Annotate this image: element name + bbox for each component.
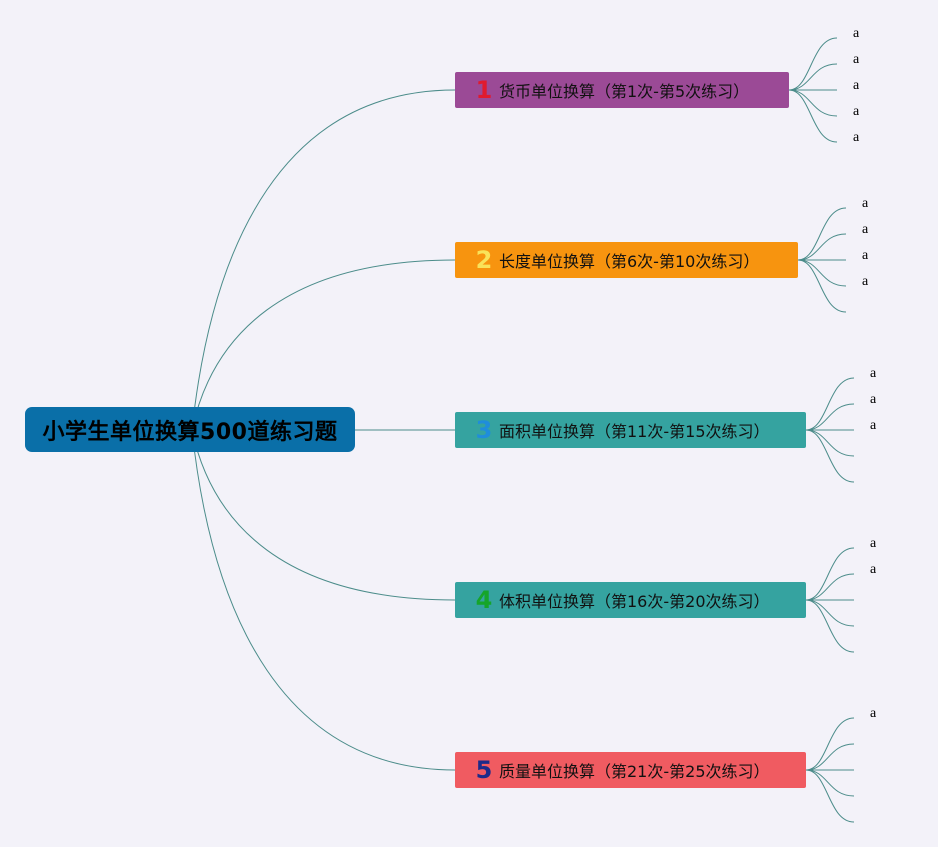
leaf-node[interactable]: a [853,130,860,145]
leaf-connector [805,599,855,653]
root-connector-1 [191,89,456,431]
root-connector-2 [191,259,456,431]
branch-number-icon: 1 [475,76,493,104]
leaf-connector [805,547,855,601]
leaf-connector [805,429,855,483]
leaf-connector [797,233,847,261]
branch-number-icon: 4 [475,586,493,614]
leaf-connector [805,599,855,627]
leaf-node[interactable]: a [870,536,877,551]
branch-node-5[interactable]: 5 质量单位换算（第21次-第25次练习） [455,752,806,788]
branch-label: 货币单位换算（第1次-第5次练习） [499,82,750,101]
leaf-node[interactable]: a [853,26,860,41]
leaf-node[interactable]: a [870,366,877,381]
leaf-connector [805,743,855,771]
branch-label: 质量单位换算（第21次-第25次练习） [499,762,770,781]
leaf-connector [797,259,847,287]
root-connector-4 [191,429,456,601]
branch-label: 长度单位换算（第6次-第10次练习） [499,252,760,271]
leaf-connector [797,259,847,313]
branch-node-3[interactable]: 3 面积单位换算（第11次-第15次练习） [455,412,806,448]
leaf-node[interactable]: a [862,196,869,211]
root-connector-5 [191,429,456,771]
leaf-connector [788,89,838,143]
root-node[interactable]: 小学生单位换算500道练习题 [25,407,355,452]
branch-label: 体积单位换算（第16次-第20次练习） [499,592,770,611]
leaf-connector [788,63,838,91]
branch-number-icon: 2 [475,246,493,274]
branch-node-4[interactable]: 4 体积单位换算（第16次-第20次练习） [455,582,806,618]
branch-node-1[interactable]: 1 货币单位换算（第1次-第5次练习） [455,72,789,108]
leaf-connector [805,769,855,797]
leaf-connector [805,573,855,601]
leaf-node[interactable]: a [862,222,869,237]
leaf-node[interactable]: a [853,52,860,67]
leaf-connector [788,89,838,117]
leaf-connector [805,377,855,431]
leaf-node[interactable]: a [862,274,869,289]
leaf-connector [805,717,855,771]
leaf-node[interactable]: a [870,418,877,433]
leaf-connector [788,37,838,91]
leaf-node[interactable]: a [853,104,860,119]
branch-node-2[interactable]: 2 长度单位换算（第6次-第10次练习） [455,242,798,278]
branch-number-icon: 3 [475,416,493,444]
leaf-connector [805,429,855,457]
leaf-node[interactable]: a [853,78,860,93]
leaf-connector [805,769,855,823]
branch-number-icon: 5 [475,756,493,784]
leaf-node[interactable]: a [870,562,877,577]
leaf-node[interactable]: a [870,392,877,407]
leaf-connector [797,207,847,261]
leaf-connector [805,403,855,431]
branch-label: 面积单位换算（第11次-第15次练习） [499,422,770,441]
leaf-node[interactable]: a [862,248,869,263]
root-title: 小学生单位换算500道练习题 [42,419,338,445]
leaf-node[interactable]: a [870,706,877,721]
